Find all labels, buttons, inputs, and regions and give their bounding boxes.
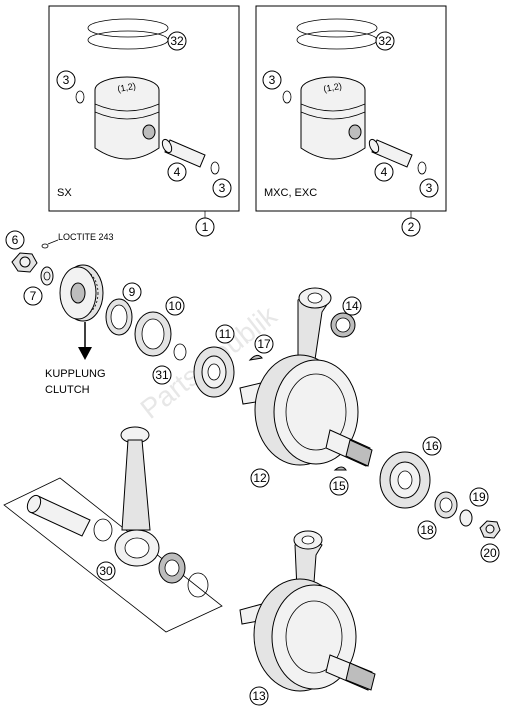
bearing-race [105,298,133,336]
svg-text:32: 32 [378,34,392,48]
svg-text:3: 3 [426,181,433,195]
crankshaft [239,530,376,692]
svg-text:3: 3 [219,181,226,195]
svg-text:10: 10 [168,299,182,313]
svg-text:1: 1 [202,220,209,234]
piston-pin [161,138,206,168]
svg-text:3: 3 [63,73,70,87]
thrust-washer [187,572,209,598]
piston-marking: (1,2) [323,81,343,94]
callout-6: 6 [5,230,25,250]
callout-17: 17 [254,334,274,354]
svg-text:16: 16 [425,439,439,453]
clutch-label-de: KUPPLUNG [45,368,106,380]
callout-9: 9 [122,282,142,302]
main-bearing [193,346,235,398]
svg-text:12: 12 [253,471,267,485]
svg-text:13: 13 [252,689,266,703]
box-label-sx: SX [57,187,72,199]
shaft-seal [134,311,172,357]
piston-pin [368,138,413,168]
callout-1: 1 [195,217,215,237]
svg-text:17: 17 [257,337,271,351]
connecting-rod [114,426,160,567]
loctite-label: LOCTITE 243 [58,232,114,242]
thrust-washer [93,518,113,542]
callout-2: 2 [401,217,421,237]
piston-ring [296,30,378,50]
svg-text:18: 18 [420,523,434,537]
callout-15: 15 [329,476,349,496]
svg-text:15: 15 [332,479,346,493]
main-bearing [379,451,431,509]
callout-32: 32 [167,31,187,51]
circlip [282,90,292,104]
callout-4: 4 [167,162,187,182]
piston: (1,2) [94,76,160,160]
primary-gear [59,264,104,322]
shaft-seal [434,491,458,519]
svg-text:19: 19 [472,490,486,504]
needle-bearing [158,552,186,584]
clutch-arrow-icon [78,322,92,360]
lock-washer [40,266,54,286]
svg-text:32: 32 [170,34,184,48]
svg-text:9: 9 [129,285,136,299]
connecting-rod-kit [3,426,223,633]
svg-text:3: 3 [269,73,276,87]
svg-text:31: 31 [155,368,169,382]
piston: (1,2) [300,76,366,160]
clutch-label-en: CLUTCH [45,384,90,396]
callout-3: 3 [262,70,282,90]
callout-13: 13 [249,686,269,706]
piston-marking: (1,2) [117,81,137,94]
callout-31: 31 [152,365,172,385]
needle-bearing [330,312,356,338]
svg-text:4: 4 [381,165,388,179]
callout-18: 18 [417,520,437,540]
svg-text:2: 2 [408,220,415,234]
o-ring [173,343,187,361]
washer [459,509,473,527]
callout-30: 30 [96,561,116,581]
svg-text:30: 30 [99,564,113,578]
callout-3: 3 [419,178,439,198]
callout-4: 4 [374,162,394,182]
callout-3: 3 [56,70,76,90]
svg-text:6: 6 [12,233,19,247]
piston-ring [296,18,378,38]
callout-20: 20 [480,543,500,563]
circlip [75,90,85,104]
svg-text:7: 7 [30,289,37,303]
callout-19: 19 [469,487,489,507]
crankshaft-assembly [239,287,373,467]
woodruff-key [333,466,347,471]
circlip [417,161,427,175]
callout-7: 7 [23,286,43,306]
hex-nut [479,520,501,539]
svg-text:14: 14 [345,299,359,313]
woodruff-key [248,354,263,361]
callout-14: 14 [342,296,362,316]
callout-3: 3 [212,178,232,198]
svg-text:20: 20 [483,546,497,560]
piston-kit-box-sx: (1,2) SX [48,5,240,212]
svg-text:11: 11 [219,327,232,341]
box-label-mxc-exc: MXC, EXC [264,187,317,199]
piston-ring [87,18,169,38]
piston-kit-box-mxc-exc: (1,2) MXC, EXC [255,5,447,212]
hex-nut [11,252,38,273]
callout-16: 16 [422,436,442,456]
callout-12: 12 [250,468,270,488]
callout-10: 10 [165,296,185,316]
piston-ring [87,30,169,50]
loctite-drop [41,243,49,249]
circlip [210,161,220,175]
callout-32: 32 [375,31,395,51]
callout-11: 11 [215,324,235,344]
svg-text:4: 4 [174,165,181,179]
